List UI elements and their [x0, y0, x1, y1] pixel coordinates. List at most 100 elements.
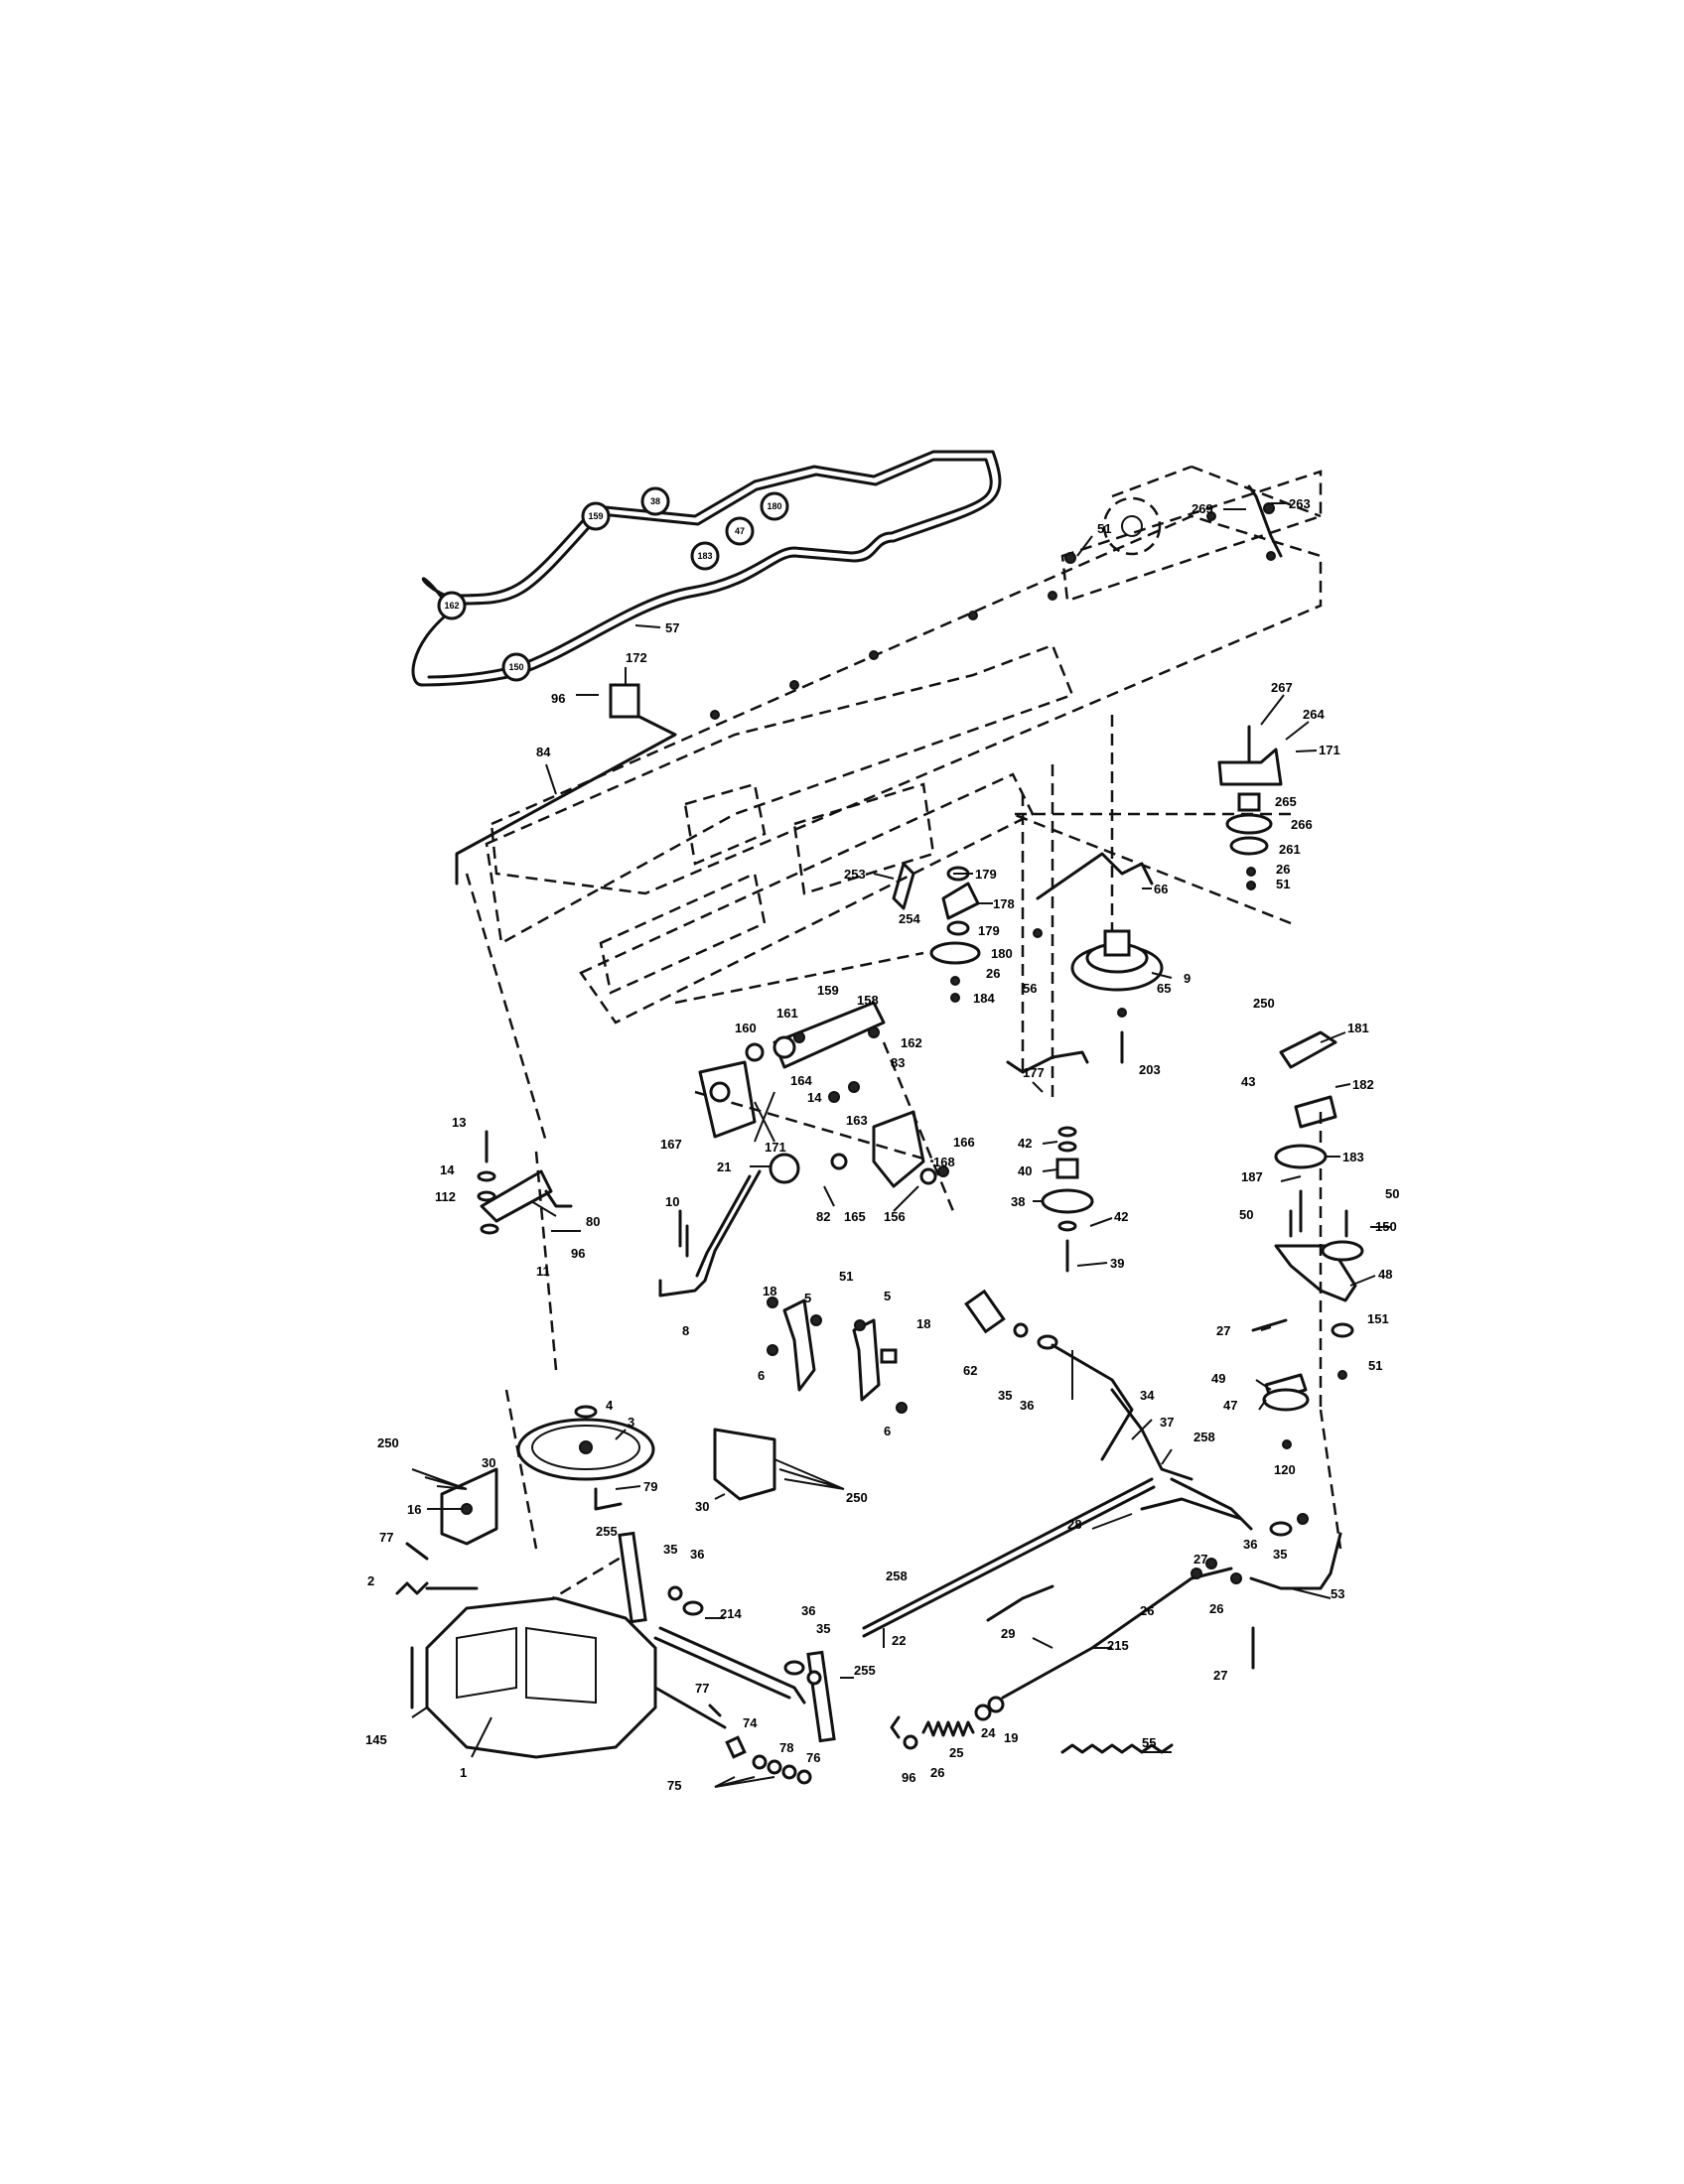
callout-183: 183 — [1342, 1150, 1364, 1164]
callout-36: 36 — [1020, 1398, 1034, 1413]
callout-11: 11 — [536, 1264, 550, 1279]
belt-pulley-38 — [640, 486, 670, 516]
callout-35: 35 — [1273, 1547, 1287, 1562]
callout-74: 74 — [743, 1715, 758, 1730]
callout-215: 215 — [1107, 1638, 1129, 1653]
belt-pulley-label: 183 — [697, 551, 712, 561]
callout-57: 57 — [665, 620, 679, 635]
callout-5: 5 — [804, 1291, 811, 1305]
callout-8: 8 — [682, 1323, 689, 1338]
callout-42: 42 — [1114, 1209, 1128, 1224]
drive-belt: 162 159 38 47 180 183 150 — [411, 450, 1002, 687]
callout-14: 14 — [807, 1090, 822, 1105]
callout-180: 180 — [991, 946, 1013, 961]
callout-267: 267 — [1271, 680, 1293, 695]
callout-50: 50 — [1239, 1207, 1253, 1222]
callout-120: 120 — [1274, 1462, 1296, 1477]
tractor-frame — [465, 465, 1342, 1610]
callout-51: 51 — [1368, 1358, 1382, 1373]
callout-78: 78 — [779, 1740, 793, 1755]
callout-56: 56 — [1023, 981, 1037, 996]
callout-22: 22 — [892, 1633, 906, 1648]
leader-lines — [411, 502, 1390, 1788]
callout-38: 38 — [1011, 1194, 1025, 1209]
callout-27: 27 — [1216, 1323, 1230, 1338]
callout-177: 177 — [1023, 1065, 1045, 1080]
callout-75: 75 — [667, 1778, 681, 1793]
belt-pulley-47 — [725, 516, 755, 546]
callout-250: 250 — [1253, 996, 1275, 1011]
callout-5: 5 — [884, 1289, 891, 1303]
callout-156: 156 — [884, 1209, 906, 1224]
parts-linework — [395, 484, 1364, 1785]
callout-26: 26 — [930, 1765, 944, 1780]
callout-159: 159 — [817, 983, 839, 998]
callout-24: 24 — [981, 1725, 996, 1740]
callout-6: 6 — [758, 1368, 765, 1383]
callout-161: 161 — [776, 1006, 798, 1021]
callout-158: 158 — [857, 993, 879, 1008]
callout-51: 51 — [839, 1269, 853, 1284]
callout-178: 178 — [993, 896, 1015, 911]
callout-43: 43 — [1241, 1074, 1255, 1089]
callout-171: 171 — [1319, 743, 1340, 757]
callout-83: 83 — [891, 1055, 905, 1070]
belt-pulley-183 — [690, 541, 720, 571]
callout-65: 65 — [1157, 981, 1171, 996]
callout-21: 21 — [717, 1160, 731, 1174]
callout-18: 18 — [916, 1316, 930, 1331]
callout-165: 165 — [844, 1209, 866, 1224]
callout-26: 26 — [986, 966, 1000, 981]
callout-187: 187 — [1241, 1169, 1263, 1184]
callout-162: 162 — [901, 1035, 922, 1050]
callout-6: 6 — [884, 1424, 891, 1438]
callout-258: 258 — [1193, 1430, 1215, 1444]
belt-pulley-150 — [501, 652, 531, 682]
callout-26: 26 — [1276, 862, 1290, 877]
callout-35: 35 — [663, 1542, 677, 1557]
callout-145: 145 — [365, 1732, 387, 1747]
callout-166: 166 — [953, 1135, 975, 1150]
callout-112: 112 — [435, 1189, 456, 1204]
belt-pulley-label: 180 — [767, 501, 781, 511]
callout-3: 3 — [628, 1415, 634, 1430]
callout-255: 255 — [596, 1524, 618, 1539]
callout-181: 181 — [1347, 1021, 1369, 1035]
callout-37: 37 — [1160, 1415, 1174, 1430]
callout-254: 254 — [899, 911, 920, 926]
callout-49: 49 — [1211, 1371, 1225, 1386]
callout-36: 36 — [690, 1547, 704, 1562]
callout-77: 77 — [695, 1681, 709, 1696]
callout-172: 172 — [626, 650, 647, 665]
callout-214: 214 — [720, 1606, 742, 1621]
callout-179: 179 — [978, 923, 1000, 938]
callout-66: 66 — [1154, 882, 1168, 896]
belt-pulley-label: 150 — [508, 662, 523, 672]
callout-39: 39 — [1110, 1256, 1124, 1271]
belt-pulley-label: 162 — [444, 601, 459, 611]
belt-pulley-label: 159 — [588, 511, 603, 521]
callout-27: 27 — [1193, 1552, 1207, 1567]
callout-265: 265 — [1275, 794, 1297, 809]
callout-27: 27 — [1213, 1668, 1227, 1683]
callout-53: 53 — [1331, 1586, 1344, 1601]
callout-40: 40 — [1018, 1163, 1032, 1178]
callout-96: 96 — [551, 691, 565, 706]
callout-264: 264 — [1303, 707, 1325, 722]
callout-160: 160 — [735, 1021, 757, 1035]
callout-48: 48 — [1378, 1267, 1392, 1282]
callout-151: 151 — [1367, 1311, 1389, 1326]
callout-269: 269 — [1192, 501, 1213, 516]
callout-164: 164 — [790, 1073, 812, 1088]
callout-18: 18 — [763, 1284, 776, 1298]
callout-203: 203 — [1139, 1062, 1161, 1077]
callout-26: 26 — [1209, 1601, 1223, 1616]
callout-167: 167 — [660, 1137, 682, 1152]
callout-51: 51 — [1097, 521, 1111, 536]
callout-47: 47 — [1223, 1398, 1237, 1413]
callout-77: 77 — [379, 1530, 393, 1545]
callout-2: 2 — [367, 1573, 374, 1588]
callout-50: 50 — [1385, 1186, 1399, 1201]
callout-10: 10 — [665, 1194, 679, 1209]
